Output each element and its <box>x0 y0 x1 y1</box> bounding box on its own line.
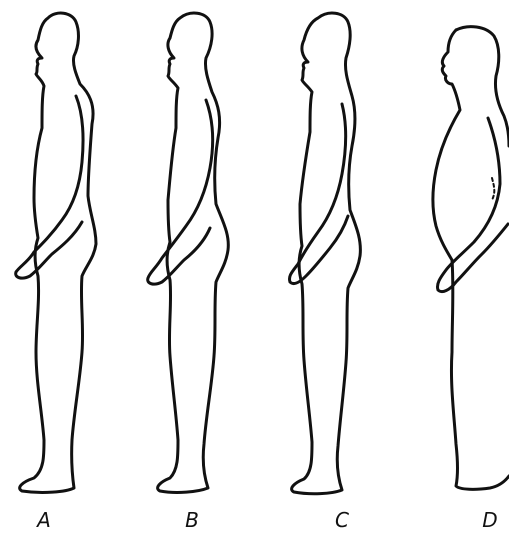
posture-label-d: D <box>470 510 509 530</box>
figure-a-arm-outline <box>16 96 83 278</box>
posture-figure-a <box>16 13 96 492</box>
posture-figure-c <box>289 13 360 494</box>
figure-d-body-outline <box>456 27 509 146</box>
posture-label-b: B <box>172 510 212 530</box>
posture-label-c: C <box>322 510 362 530</box>
posture-figure-b <box>148 13 229 492</box>
posture-figure-d <box>433 27 509 490</box>
figure-d-hidden-back-line <box>492 178 494 200</box>
posture-label-a: A <box>24 510 64 530</box>
figure-b-arm-outline <box>148 100 213 284</box>
figure-d-arm-outline <box>437 118 508 292</box>
figure-a-body-outline <box>20 13 96 492</box>
